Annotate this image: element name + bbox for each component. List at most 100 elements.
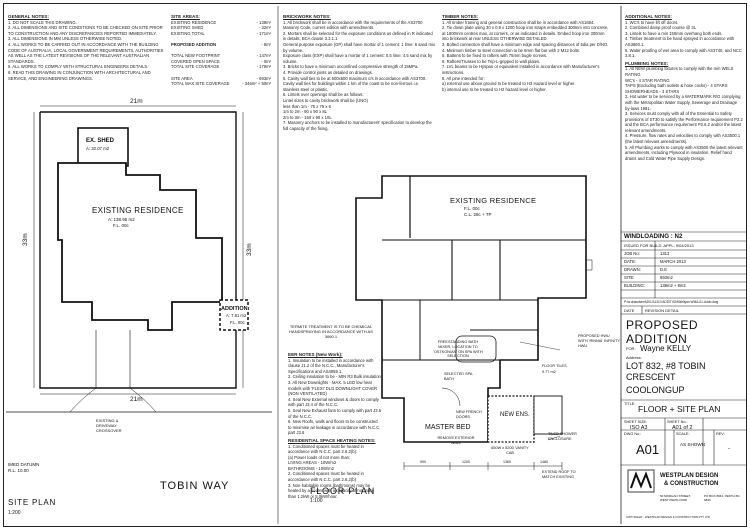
site-area-value: - 179m² <box>256 64 271 70</box>
brickwork-note-line: less than 1m - 75 x 75 x 6 <box>283 103 331 109</box>
scale-value: AS SHOWN <box>680 442 706 447</box>
site-plan-scale: 1:200 <box>8 510 21 516</box>
timber-note-line: 4. Minimum timber to steel connection to… <box>442 47 581 53</box>
additional-note-line: 1. WC's to have lift off doors. <box>625 19 679 25</box>
vanity-note: 850W x 520D VANITY CAB <box>491 446 529 455</box>
timber-note-line: b) internal use to be treated to H2 haza… <box>442 86 547 92</box>
site-area-label: COVERED OPEN SPACE <box>171 58 220 64</box>
termite-note: TERMITE TREATMENT IS TO BE CHEMICAL HAND… <box>289 324 373 339</box>
sheet-size: ISO A3 <box>630 425 648 431</box>
floor-plan-drawing <box>355 175 593 470</box>
plumbing-note-line: 5. All Plumbing works to comply with AS3… <box>625 144 743 161</box>
heating-notes-heading: RESIDENTIAL SPACE HEATING NOTES: <box>288 437 376 443</box>
site-area-value: - 147m² <box>256 53 271 59</box>
client-label: FOR: <box>626 346 636 351</box>
eer-note-line: 6. New Roofs, walls and floors to be con… <box>288 419 381 436</box>
brickwork-note-line: 7. Masonry anchors to be installed to ma… <box>283 120 432 131</box>
job-info-value: D.E <box>660 267 667 272</box>
sheet-size-label: SHEET SIZE: <box>624 420 648 424</box>
floor-plan-scale: 1:100 <box>310 498 323 504</box>
timber-note-line: 5. Battens to be fixed to rafters with 7… <box>442 53 548 59</box>
dwg-no-label: DWG No.: <box>624 432 642 436</box>
site-depth-left: 33m <box>22 233 29 246</box>
general-note-line: 2. ALL DIMENSIONS AND SITE CONDITIONS TO… <box>8 25 163 36</box>
plumbing-notes-heading: PLUMBING NOTES: <box>625 60 669 66</box>
address-line-1: LOT 832, #8 TOBIN <box>626 361 706 371</box>
plumbing-note-line: TAPS (Excluding bath outlets & hose cock… <box>625 83 728 89</box>
crossover-note: EXISTING & DRIVEWAY CROSSOVER <box>96 418 122 433</box>
plumbing-note-line: SHOWERHEADS - 3 STARS <box>625 88 680 94</box>
title-block-grid <box>621 231 747 466</box>
dim-3: 1360 <box>503 460 511 464</box>
site-area-value: - 32m² <box>258 25 271 31</box>
addition-area: A: 7.81 m2 <box>226 313 247 318</box>
site-area-label: TOTAL NEW FOOTPRINT <box>171 53 221 59</box>
eer-notes: EER NOTES (New Work): 1. Insulation to b… <box>288 352 382 502</box>
floor-residence-fl: F.L. 00c <box>464 206 480 211</box>
company-name-1: WESTPLAN DESIGN <box>660 473 719 479</box>
brickwork-notes-list: 1. All brickwork shall be in accordance … <box>283 20 435 132</box>
site-area-row: EXISTING TOTAL- 171m² <box>171 31 271 37</box>
scale-label: SCALE: <box>676 432 690 436</box>
general-note-line: 4. ALL WORKS TO BE CARRIED OUT IN ACCORD… <box>8 41 164 64</box>
copyright: COPYRIGHT - WESTPLAN DESIGN & CONSTRUCTI… <box>626 515 710 519</box>
heating-note-line: LIVING AREAS - 10W/m2 <box>288 460 337 466</box>
company-address-left: 50 MORGAN STREET, WEST PERTH 6005 <box>660 494 691 502</box>
site-area-value: - 171m² <box>256 30 271 36</box>
timber-note-line: 3. Bolted connection shall have a minimu… <box>442 41 609 47</box>
brickwork-note-line: 6. Lintels over openings shall be as fol… <box>283 92 364 98</box>
sheet-no: A01 of 2 <box>672 425 693 431</box>
site-depth-right: 33m <box>246 243 253 256</box>
heating-note-line: 2. Conditioned spaces must be heated in … <box>288 471 364 483</box>
site-area-row: EXISTING RESIDENCE- 138m² <box>171 20 271 26</box>
site-area-value: - 693m² <box>256 75 271 81</box>
address-label: Address: <box>626 355 642 360</box>
rev-date-header: DATE <box>624 308 635 313</box>
project-title-2: ADDITION <box>626 332 688 346</box>
project-title-1: PROPOSED <box>626 318 699 332</box>
plumbing-notes-list: 1. All NEW plumbing fixtures to comply w… <box>625 66 743 161</box>
westplan-logo <box>627 469 655 493</box>
brickwork-note-line: 5. Cavity wall ties to be at 600x600 max… <box>283 75 427 92</box>
site-plan-drawing <box>6 105 272 413</box>
address-line-2: CRESCENT <box>626 372 676 382</box>
timber-note-line: 7. LVL beams to be Hyspan or equivalent … <box>442 64 600 75</box>
general-note-line: 6. READ THIS DRAWING IN CONJUNCTION WITH… <box>8 69 151 81</box>
floor-tiles-label: FLOOR TILES <box>542 364 567 368</box>
heating-note-line: 3. Non-habitable rooms (bathrooms) may b… <box>288 482 374 499</box>
windloading: WINDLOADING : N2 <box>624 233 683 240</box>
brickwork-notes: BRICKWORK NOTES: 1. All brickwork shall … <box>283 14 435 164</box>
site-area-row: PROPOSED ADDITION- 8m² <box>171 42 271 48</box>
brickwork-note-line: 2m to 3m - 150 x 90 x 10L <box>283 114 332 120</box>
floor-tiles-area: 9.77 m2 <box>542 370 556 374</box>
eer-note-line: 1. Insulation to be installed in accorda… <box>288 357 374 374</box>
site-residence-fl: F.L. 00c <box>113 223 129 228</box>
site-areas-heading: SITE AREAS: <box>171 14 200 19</box>
eer-note-line: 5. Seal New Exhaust fans to comply with … <box>288 407 382 419</box>
issue-note: ISSUED FOR BUILD. APPL: 9/04/2013 <box>624 243 694 248</box>
site-plan-title: SITE PLAN <box>8 498 57 507</box>
site-area-label: EXISTING RESIDENCE <box>171 19 217 25</box>
heating-notes-list: 1. Conditioned spaces must be heated in … <box>288 444 382 500</box>
timber-note-line: 6. Rafters/Trusses to be Trip-L-gripped … <box>442 58 541 64</box>
brickwork-note-line: 1. All brickwork shall be in accordance … <box>283 19 423 31</box>
timber-note-line: 1. All timber framing and general constr… <box>442 19 595 25</box>
brickwork-note-line: Lintel sizes to cavity brickwork shall b… <box>283 97 368 103</box>
floor-residence-title: EXISTING RESIDENCE <box>450 196 537 205</box>
datum-rl: R.L. 10.00 <box>8 468 29 473</box>
site-width-bottom: 21m <box>130 396 143 403</box>
site-residence-area: A: 138.95 m2 <box>108 217 135 222</box>
floor-plan-title: FLOOR PLAN <box>310 486 376 496</box>
dim-4: 1480 <box>540 460 548 464</box>
site-area-row: SITE AREA- 693m² <box>171 76 271 82</box>
site-area-row: EXISTING SHED- 32m² <box>171 25 271 31</box>
additional-notes: ADDITIONAL NOTES: 1. WC's to have lift o… <box>625 14 743 232</box>
general-note-line: 1. DO NOT SCALE THIS DRAWING. <box>8 19 77 25</box>
brickwork-note-line: 2. Mortars shall be selected for the exp… <box>283 30 433 42</box>
street-name: TOBIN WAY <box>160 480 230 492</box>
timber-notes-heading: TIMBER NOTES: <box>442 14 479 19</box>
